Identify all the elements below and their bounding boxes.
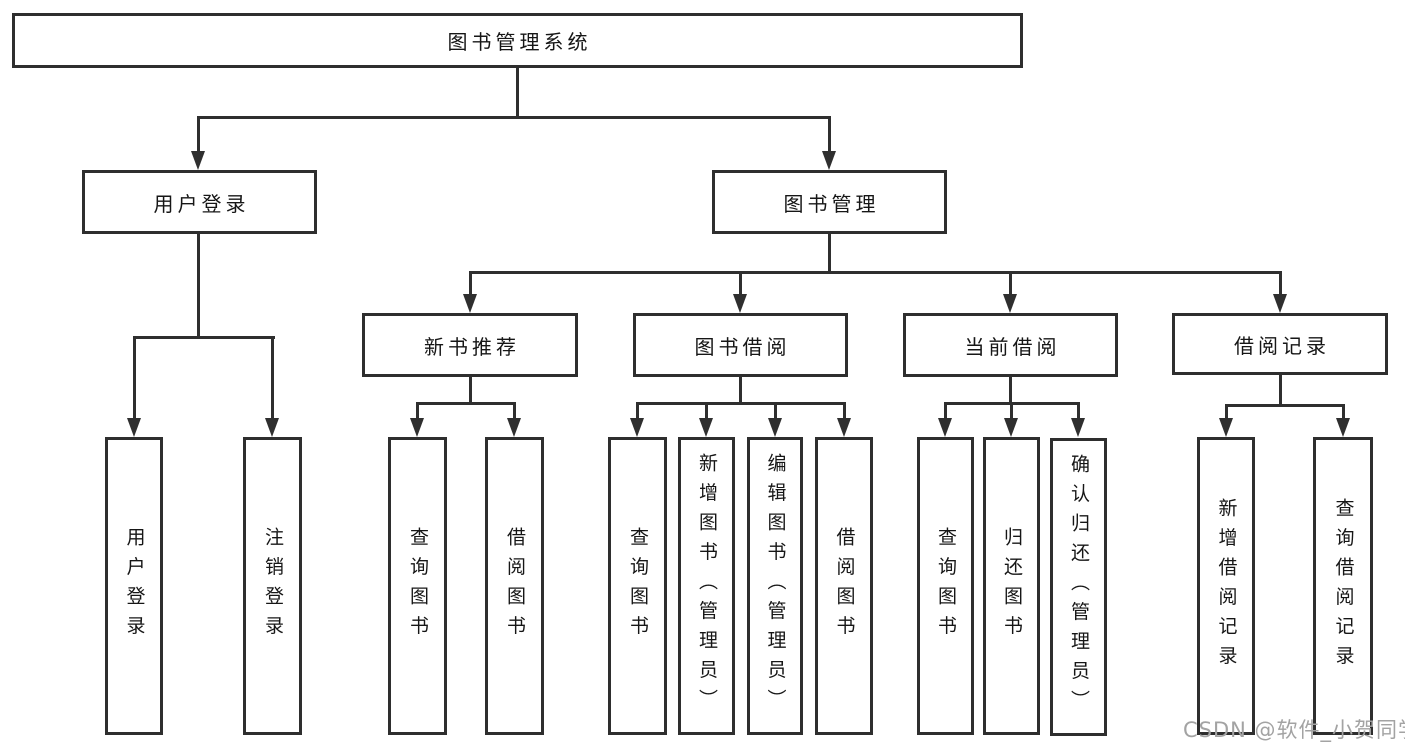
leaf-bb-borrow-books-label: 借阅图书 (833, 527, 856, 645)
arrowhead-leaf-login (126, 418, 141, 437)
connector-drop-borrow-records (1278, 271, 1282, 299)
leaf-nb-query-books-label: 查询图书 (407, 527, 429, 645)
connector-borrow-records-rail (1224, 403, 1345, 407)
leaf-bb-add-books-admin: 新增图书（管理员） (678, 437, 735, 735)
connector-root-stub (516, 68, 519, 117)
node-current-borrow: 当前借阅 (903, 313, 1118, 377)
arrowhead-current-borrow (1003, 294, 1017, 313)
connector-drop-nb-borrow (513, 401, 516, 422)
connector-drop-br-query (1341, 403, 1345, 421)
node-borrow-records: 借阅记录 (1172, 313, 1388, 375)
node-user-login-label: 用户登录 (153, 191, 250, 216)
connector-current-borrow-stub (1009, 377, 1012, 404)
connector-drop-cb-query (944, 401, 947, 422)
node-user-login: 用户登录 (82, 170, 317, 234)
connector-drop-bb-add (705, 401, 708, 422)
node-book-management: 图书管理 (712, 170, 947, 234)
arrowhead-br-query (1335, 418, 1350, 437)
leaf-cb-query-books: 查询图书 (917, 437, 974, 735)
node-borrow-records-label: 借阅记录 (1234, 333, 1330, 358)
leaf-cb-confirm-return-admin: 确认归还（管理员） (1050, 438, 1107, 736)
connector-drop-current-borrow (1009, 271, 1012, 299)
connector-l2-rail (468, 271, 1282, 274)
connector-drop-leaf-login (132, 335, 136, 421)
leaf-cb-return-books-label: 归还图书 (1001, 527, 1023, 645)
connector-drop-user-login (196, 115, 200, 155)
arrowhead-bb-query (630, 418, 644, 437)
leaf-br-add-record-label: 新增借阅记录 (1215, 497, 1238, 675)
connector-drop-bb-query (636, 401, 639, 422)
arrowhead-nb-query (410, 418, 424, 437)
leaf-bb-query-books: 查询图书 (608, 437, 667, 735)
connector-drop-nb-query (416, 401, 419, 422)
leaf-bb-add-books-admin-label: 新增图书（管理员） (696, 453, 718, 719)
node-root-label: 图书管理系统 (447, 30, 592, 54)
connector-user-login-rail (132, 335, 275, 339)
arrowhead-br-add (1218, 418, 1233, 437)
arrowhead-user-login (190, 151, 205, 170)
connector-drop-leaf-logout (271, 335, 274, 421)
leaf-br-query-record-label: 查询借阅记录 (1332, 497, 1355, 675)
connector-drop-bb-edit (773, 401, 777, 422)
node-book-borrow-label: 图书借阅 (694, 334, 791, 359)
leaf-user-login-label: 用户登录 (123, 527, 146, 645)
leaf-nb-borrow-books: 借阅图书 (485, 437, 544, 735)
arrowhead-cb-query (938, 418, 952, 437)
arrowhead-leaf-logout (265, 418, 279, 437)
leaf-bb-borrow-books: 借阅图书 (815, 437, 873, 735)
connector-drop-new-book (468, 271, 472, 299)
connector-book-mgmt-stub (828, 234, 831, 274)
connector-new-book-rail (416, 401, 516, 405)
node-root: 图书管理系统 (12, 13, 1023, 68)
leaf-br-add-record: 新增借阅记录 (1197, 437, 1255, 735)
leaf-nb-borrow-books-label: 借阅图书 (504, 527, 526, 645)
arrowhead-bb-add (699, 418, 713, 437)
arrowhead-bb-edit (767, 418, 782, 437)
leaf-cb-query-books-label: 查询图书 (935, 527, 957, 645)
arrowhead-book-borrow (733, 294, 747, 313)
node-new-book-recommend-label: 新书推荐 (424, 334, 520, 359)
node-book-management-label: 图书管理 (783, 191, 880, 216)
node-book-borrow: 图书借阅 (633, 313, 848, 377)
leaf-br-query-record: 查询借阅记录 (1313, 437, 1373, 735)
leaf-logout-login-label: 注销登录 (262, 527, 284, 645)
leaf-user-login: 用户登录 (105, 437, 163, 735)
leaf-cb-return-books: 归还图书 (983, 437, 1040, 735)
arrowhead-cb-return (1004, 418, 1018, 437)
node-new-book-recommend: 新书推荐 (362, 313, 578, 377)
connector-borrow-records-stub (1278, 375, 1282, 406)
connector-drop-bb-borrow (842, 401, 846, 422)
leaf-bb-query-books-label: 查询图书 (627, 527, 649, 645)
connector-new-book-stub (468, 377, 472, 404)
connector-drop-cb-return (1010, 401, 1013, 422)
connector-user-login-stub (196, 233, 200, 338)
leaf-cb-confirm-return-admin-label: 确认归还（管理员） (1068, 454, 1090, 720)
arrowhead-book-mgmt (822, 151, 836, 170)
arrowhead-cb-confirm (1071, 418, 1085, 437)
arrowhead-borrow-records (1272, 294, 1287, 313)
leaf-bb-edit-books-admin: 编辑图书（管理员） (747, 437, 803, 735)
leaf-bb-edit-books-admin-label: 编辑图书（管理员） (764, 453, 787, 719)
leaf-nb-query-books: 查询图书 (388, 437, 447, 735)
node-current-borrow-label: 当前借阅 (964, 334, 1061, 359)
arrowhead-new-book (462, 294, 477, 313)
watermark: CSDN @软件_小贺同学 (1183, 718, 1405, 742)
connector-drop-cb-confirm (1077, 401, 1080, 422)
arrowhead-nb-borrow (507, 418, 521, 437)
connector-drop-br-add (1224, 403, 1228, 421)
arrowhead-bb-borrow (836, 418, 851, 437)
connector-drop-book-mgmt (828, 115, 831, 155)
connector-book-borrow-rail (636, 401, 846, 405)
connector-book-borrow-stub (739, 377, 742, 404)
leaf-logout-login: 注销登录 (243, 437, 302, 735)
connector-l1-rail (196, 115, 831, 119)
connector-drop-book-borrow (739, 271, 742, 299)
